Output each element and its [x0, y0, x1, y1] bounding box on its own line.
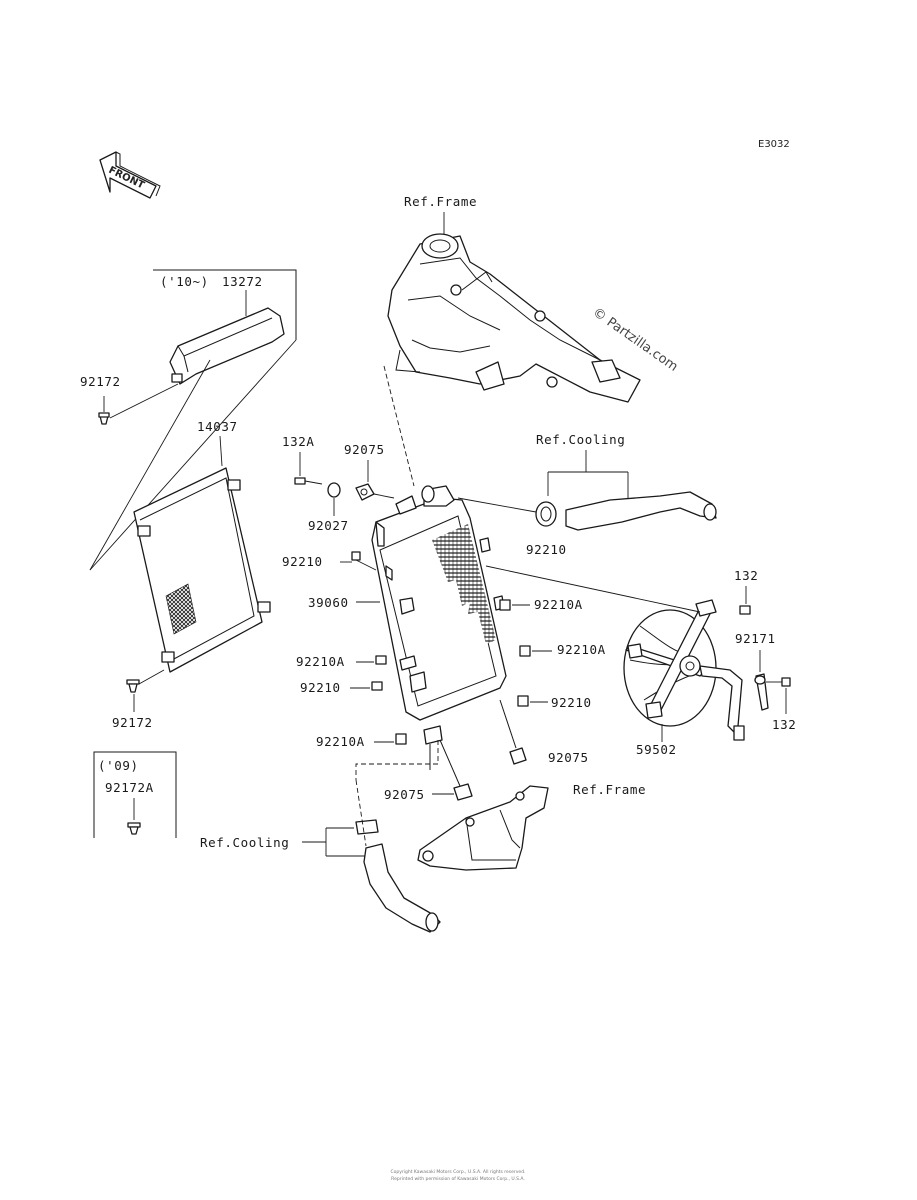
variant-label-lower: ('09) — [98, 758, 139, 773]
label-92172A: 92172A — [105, 780, 154, 795]
grommet-92075-top — [355, 483, 375, 501]
radiator-grille-14037 — [133, 467, 271, 673]
bolt-132A — [294, 477, 323, 485]
footer-line-2: Reprinted with permission of Kawasaki Mo… — [391, 1176, 525, 1182]
diagram-code: E3032 — [758, 139, 790, 150]
label-92210-r3: 92210 — [551, 695, 592, 710]
frame-section-top — [387, 233, 641, 403]
nut-92210A-r2 — [519, 645, 531, 657]
hose-clamp-92210-upper — [535, 501, 557, 527]
ref-frame-top: Ref.Frame — [404, 194, 477, 209]
screw-92172-bottom — [126, 679, 140, 693]
label-92210-hose: 92210 — [526, 542, 567, 557]
label-92210A-bottom: 92210A — [316, 734, 365, 749]
variant-bracket-upper — [153, 269, 297, 340]
clamp-92171 — [754, 673, 769, 711]
nut-92210A-left — [375, 655, 387, 665]
label-92027: 92027 — [308, 518, 349, 533]
label-92210-a: 92210 — [282, 554, 323, 569]
label-92172-top: 92172 — [80, 374, 121, 389]
screw-92172-top — [98, 412, 110, 425]
footer-line-1: Copyright Kawasaki Motors Corp., U.S.A. … — [391, 1169, 526, 1175]
label-132A: 132A — [282, 434, 315, 449]
radiator-39060 — [371, 485, 507, 770]
nut-92210-a — [351, 551, 361, 561]
label-92172-bottom: 92172 — [112, 715, 153, 730]
nut-92210A-bottom — [395, 733, 407, 745]
label-92210A-left: 92210A — [296, 654, 345, 669]
ref-cooling-lower: Ref.Cooling — [200, 835, 289, 850]
label-92210A-r2: 92210A — [557, 642, 606, 657]
label-14037: 14037 — [197, 419, 238, 434]
label-132-top: 132 — [734, 568, 758, 583]
front-arrow-icon: FRONT — [99, 151, 161, 199]
bolt-132-top — [739, 605, 751, 615]
label-92075-top: 92075 — [344, 442, 385, 457]
screw-92172A — [127, 822, 141, 835]
nut-92210-b — [371, 681, 383, 691]
collar-92027 — [327, 482, 341, 498]
label-92075-bottom: 92075 — [384, 787, 425, 802]
lower-coolant-hose — [363, 843, 441, 933]
label-92210-b: 92210 — [300, 680, 341, 695]
label-132-side: 132 — [772, 717, 796, 732]
label-59502: 59502 — [636, 742, 677, 757]
label-13272: 13272 — [222, 274, 263, 289]
label-92171: 92171 — [735, 631, 776, 646]
ref-frame-bottom: Ref.Frame — [573, 782, 646, 797]
upper-coolant-hose — [565, 491, 717, 531]
grommet-92075-bottom — [453, 783, 473, 801]
nut-92210-r3 — [517, 695, 529, 707]
bolt-132-side — [781, 677, 791, 687]
grommet-92075-right — [509, 747, 527, 765]
variant-bracket-lower — [93, 751, 177, 838]
radiator-shroud-13272 — [169, 307, 285, 385]
nut-92210A-r1 — [499, 599, 511, 611]
ref-cooling-upper: Ref.Cooling — [536, 432, 625, 447]
hose-clamp-lower — [355, 819, 379, 835]
label-92075-right: 92075 — [548, 750, 589, 765]
label-92210A-r1: 92210A — [534, 597, 583, 612]
variant-label-upper: ('10~) — [160, 274, 209, 289]
label-39060: 39060 — [308, 595, 349, 610]
lower-bracket-frame — [417, 785, 549, 871]
cooling-fan-59502 — [623, 599, 745, 741]
